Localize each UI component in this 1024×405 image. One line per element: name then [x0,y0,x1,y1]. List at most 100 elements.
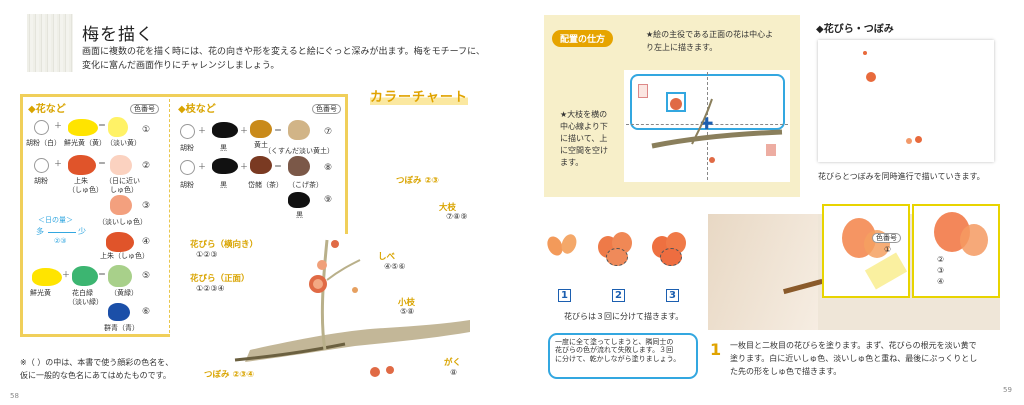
flower-row3-no: ③ [142,201,151,211]
white-gofun-swatch [34,158,49,173]
flower-row1-label-a: 胡粉（白） [26,139,61,147]
layout-desc2-line5: ます。 [560,158,584,167]
color-chart-frame-left [20,94,23,336]
petal-caption: 花びらとつぼみを同時進行で描いていきます。 [818,172,985,181]
step1-line-2: 塗ります。白に近いしゅ色、淡いしゅ色と重ね、最後にぷっくりとし [730,354,978,363]
branch-row1-label-a: 胡粉 [180,144,194,152]
step-petal-1 [544,232,580,266]
layout-desc1-line1: ★絵の主役である正面の花は中心よ [646,30,774,39]
inset-color-no-badge: 色番号 [872,233,901,244]
bud-sample [915,136,922,143]
flower-row5-no: ⑤ [142,271,151,281]
flower-row5-label-d: （黄緑） [110,289,138,297]
flower-row4-no: ④ [142,237,151,247]
layout-desc2-line3: に描いて、上 [560,134,608,143]
pale-yellow-swatch [108,117,128,137]
color-chart-divider [169,99,170,333]
flower-row5-label-c: （淡い緑） [68,298,103,306]
branch-row3-label: 黒 [296,211,303,219]
annotation-stamen: しべ [378,252,396,262]
bright-yellow-swatch [32,268,62,286]
branch-row2-label-c: 岱赭（茶） [248,181,283,189]
branch-row3-no: ⑨ [324,195,333,205]
ultramarine-swatch [108,303,130,321]
branch-header: ◆枝など [178,104,216,115]
inset-photo-2 [912,204,1000,298]
bright-yellow-swatch [68,119,98,136]
layout-branch-art [651,98,783,163]
color-chart-frame-bottom [20,334,170,337]
footnote-line-1: ※（ ）の中は、本書で使う顔彩の色名を、 [20,358,174,367]
flower-color-no-badge: 色番号 [130,104,159,115]
flower-row2-label-a: 胡粉 [34,177,48,185]
annotation-bud-top: つぼみ ②③ [396,176,439,186]
dull-ochre-swatch [288,120,310,140]
branch-row2-label-b: 黒 [220,181,227,189]
flower-row3-label: （淡いしゅ色） [98,218,147,226]
annotation-big-branch-no: ⑦⑧⑨ [446,212,468,221]
page-number-right: 59 [1003,386,1012,394]
annotation-twig: 小枝 [398,298,416,308]
plus-icon: ＋ [62,270,70,279]
layout-desc2-line1: ★大枝を横の [560,110,608,119]
layout-desc2-line4: に空間を空け [560,146,608,155]
plus-icon: ＋ [54,159,62,168]
tip-box: 一度に全て塗ってしまうと、隣同士の 花びらの色が流れて失敗します。３回 に分けて… [548,333,698,379]
flower-header: ◆花など [28,104,66,115]
branch-row2-no: ⑧ [324,163,333,173]
color-chart-frame-right [345,94,348,234]
step-badge-1: 1 [558,289,571,302]
flower-row1-no: ① [142,125,151,135]
branch-row1-label-c: 黄土 [254,141,268,149]
white-gofun-swatch [180,160,195,175]
inset-photo-1 [822,204,910,298]
branch-row2-label-d: （こげ茶） [288,181,323,189]
flower-row6-no: ⑥ [142,307,151,317]
plus-icon: ＋ [240,126,248,135]
branch-row1-label-d: （くすんだ淡い黄土） [264,147,334,155]
color-chart-title: カラーチャート [370,86,468,105]
annotation-twig-no: ⑤⑧ [400,307,415,316]
page-title: 梅を描く [82,25,154,45]
steps-caption: 花びらは３回に分けて描きます。 [564,312,684,321]
main-flower-marker [666,92,686,112]
annotation-petal-front-no: ①②③④ [196,284,225,293]
annotation-petal-front: 花びら（正面） [190,274,250,284]
plus-icon: ＋ [240,162,248,171]
tip-line-2: 花びらの色が流れて失敗します。３回 [555,346,674,355]
branch-color-no-badge: 色番号 [312,104,341,115]
flower-row6-label: 群青（青） [104,324,139,332]
red-brown-swatch [250,156,272,174]
vermilion-swatch [106,232,134,252]
flower-row2-label-d: （日に近い [105,177,140,185]
page-number-left: 58 [10,392,19,400]
step-petal-3 [650,230,690,270]
branch-row2-label-a: 胡粉 [180,181,194,189]
flower-row5-label-a: 鮮光黄 [30,289,51,297]
annotation-bud-bottom: つぼみ ②③④ [204,370,255,380]
petal-section-header: ◆花びら・つぼみ [816,24,894,35]
hi-ratio-many: 多 [36,227,44,236]
layout-desc2-line2: 中心線より下 [560,122,608,131]
seal-stamp [638,84,648,98]
yellow-green-swatch [108,265,132,287]
plum-branch-illustration [234,239,470,377]
flower-row4-label: 上朱（しゅ色） [100,252,149,260]
near-white-vermilion-swatch [110,155,132,175]
color-chart-frame [20,94,346,97]
step-petal-2 [596,230,636,270]
inset-no-1: ① [884,245,892,254]
hi-ratio-nos: ②③ [54,237,67,245]
pale-green-swatch [72,266,98,286]
flower-row2-label-c: （しゅ色） [68,186,103,194]
intro-line-2: 変化に富んだ画面作りにチャレンジしましょう。 [82,61,280,71]
equals-icon: ＝ [98,121,106,130]
intro-line-1: 画面に複数の花を描く時には、花の向きや形を変えると絵にぐっと深みが出ます。梅をモ… [82,47,485,57]
flower-row2-label-b: 上朱 [74,177,88,185]
flower-row2-no: ② [142,161,151,171]
black-swatch [212,158,238,174]
annotation-big-branch: 大枝 [439,203,457,213]
inset-no-2: ② [937,255,945,264]
step1-line-3: た先の形をしゅ色で描きます。 [730,367,842,376]
pale-vermilion-swatch [110,195,132,215]
